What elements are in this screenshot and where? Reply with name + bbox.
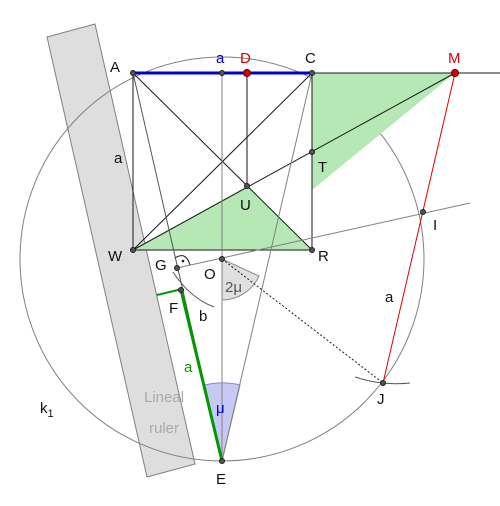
label-a-red: a [385, 289, 394, 306]
triangle-upper-green [312, 73, 455, 190]
label-e: E [216, 471, 226, 488]
label-d: D [240, 50, 251, 67]
label-b: b [199, 308, 207, 325]
points [130, 70, 426, 464]
label-f: F [169, 300, 178, 317]
label-k1-sub: 1 [48, 408, 54, 420]
label-r: R [318, 248, 329, 265]
line-e-to-c [221, 72, 313, 462]
angle-2mu-marker [221, 258, 260, 301]
point-a [130, 70, 136, 76]
point-r [309, 247, 315, 253]
point-g [174, 265, 180, 271]
label-o: O [204, 266, 216, 283]
point-w [130, 247, 136, 253]
line-w-to-m [132, 72, 456, 251]
red-line-m-j [382, 72, 456, 384]
point-m [451, 69, 459, 77]
label-w: W [108, 248, 123, 265]
point-i [420, 209, 426, 215]
label-k1: k1 [40, 400, 54, 420]
label-t: T [318, 159, 327, 176]
label-mu: μ [216, 400, 225, 417]
label-a-top: a [216, 50, 225, 67]
label-i: I [433, 217, 437, 234]
green-tick-f [156, 288, 183, 296]
point-f [178, 287, 184, 293]
label-k1-main: k [40, 400, 48, 417]
point-c [309, 70, 315, 76]
label-2mu: 2μ [225, 279, 242, 296]
point-j [380, 380, 386, 386]
label-a: A [110, 59, 120, 76]
ruler-label-line2: ruler [149, 420, 179, 437]
label-a-left: a [114, 150, 123, 167]
point-d [243, 69, 251, 77]
green-segment-f-e [179, 289, 224, 462]
label-c: C [305, 50, 316, 67]
point-t [309, 149, 315, 155]
right-angle-marker [174, 255, 191, 266]
label-u: U [240, 197, 251, 214]
point-e [219, 458, 225, 464]
point-o [219, 256, 225, 262]
label-a-green: a [184, 359, 193, 376]
dotted-o-to-j [221, 258, 384, 384]
label-g: G [155, 257, 167, 274]
ruler-label-line1: Lineal [144, 389, 184, 406]
label-j: J [377, 391, 385, 408]
point-u [244, 183, 250, 189]
right-angle-dot [181, 259, 185, 263]
arc-near-g [172, 271, 215, 308]
point-a-top [219, 70, 225, 76]
label-m: M [448, 50, 461, 67]
lineal-ruler [46, 23, 196, 478]
